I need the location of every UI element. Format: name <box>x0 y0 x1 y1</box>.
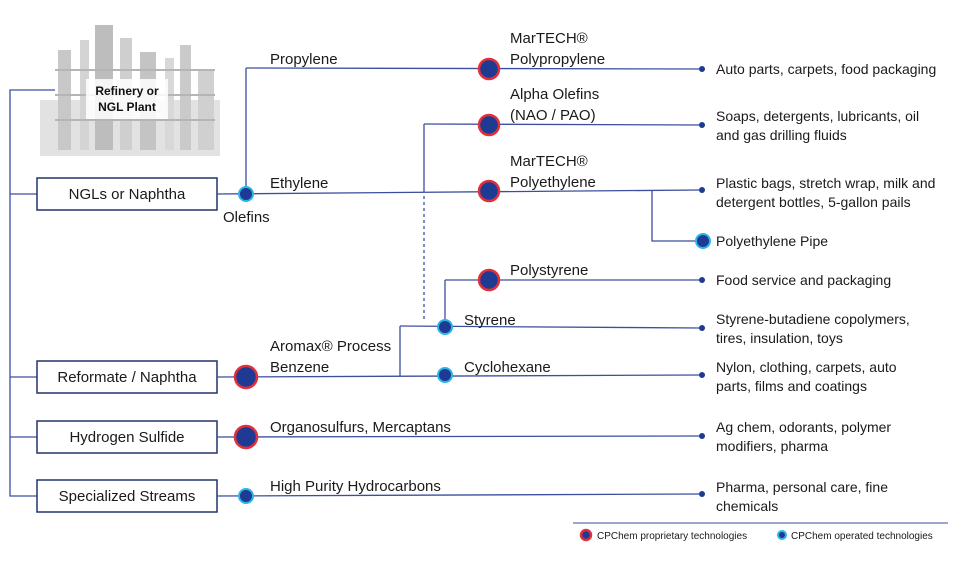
label-propylene: Propylene <box>270 51 338 68</box>
enduse-h2s-line2: modifiers, pharma <box>716 438 828 454</box>
node-polyethylene <box>477 179 501 203</box>
label-high-purity: High Purity Hydrocarbons <box>270 478 441 495</box>
legend-proprietary-label: CPChem proprietary technologies <box>597 531 747 542</box>
enduse-styrene-line2: tires, insulation, toys <box>716 330 843 346</box>
label-ethylene: Ethylene <box>270 175 328 192</box>
enduse-pe-line2: detergent bottles, 5-gallon pails <box>716 194 911 210</box>
label-pp-line2: Polypropylene <box>510 51 605 68</box>
node-styrene <box>437 319 453 335</box>
enduse-pe-line1: Plastic bags, stretch wrap, milk and <box>716 175 935 191</box>
label-pe-line1: MarTECH® <box>510 153 588 170</box>
feedstock-ngl-label: NGLs or Naphtha <box>69 186 186 203</box>
endpoint-ao <box>699 122 705 128</box>
endpoint-special <box>699 491 705 497</box>
node-polypropylene <box>477 57 501 81</box>
enduse-pe-pipe: Polyethylene Pipe <box>716 233 828 249</box>
enduse-pp: Auto parts, carpets, food packaging <box>716 61 936 77</box>
label-cyclohexane: Cyclohexane <box>464 359 551 376</box>
node-polyethylene-pipe <box>695 233 711 249</box>
label-pp-line1: MarTECH® <box>510 30 588 47</box>
label-organosulfurs: Organosulfurs, Mercaptans <box>270 419 451 436</box>
node-polystyrene <box>477 268 501 292</box>
intermediate-labels: Propylene Ethylene Olefins Aromax® Proce… <box>223 51 551 495</box>
feedstock-reformate-label: Reformate / Naphtha <box>57 369 197 386</box>
legend-operated-label: CPChem operated technologies <box>791 531 933 542</box>
endpoint-cyclohexane <box>699 372 705 378</box>
end-use-labels: Auto parts, carpets, food packaging Soap… <box>716 61 936 514</box>
enduse-cyclohexane-line1: Nylon, clothing, carpets, auto <box>716 359 897 375</box>
feedstock-ngl: NGLs or Naphtha <box>36 177 218 211</box>
flow-lines <box>216 67 701 497</box>
enduse-cyclohexane-line2: parts, films and coatings <box>716 378 867 394</box>
legend: CPChem proprietary technologies CPChem o… <box>573 522 948 542</box>
legend-operated-icon <box>777 530 787 540</box>
feedstock-reformate: Reformate / Naphtha <box>36 360 218 394</box>
node-organosulfurs <box>233 424 259 450</box>
label-styrene: Styrene <box>464 312 516 329</box>
enduse-ao-line1: Soaps, detergents, lubricants, oil <box>716 108 919 124</box>
label-ao-line2: (NAO / PAO) <box>510 107 596 124</box>
feedstock-h2s: Hydrogen Sulfide <box>36 420 218 454</box>
endpoint-styrene <box>699 325 705 331</box>
nodes <box>233 57 711 504</box>
label-ao-line1: Alpha Olefins <box>510 86 599 103</box>
label-aromax-line2: Benzene <box>270 359 329 376</box>
enduse-special-line2: chemicals <box>716 498 778 514</box>
endpoint-pp <box>699 66 705 72</box>
label-pe-line2: Polyethylene <box>510 174 596 191</box>
feedstock-h2s-label: Hydrogen Sulfide <box>69 429 184 446</box>
endpoint-pe <box>699 187 705 193</box>
node-alpha-olefins <box>477 113 501 137</box>
refinery-plant-icon: Refinery or NGL Plant <box>40 25 220 156</box>
enduse-ps: Food service and packaging <box>716 272 891 288</box>
node-high-purity <box>238 488 254 504</box>
plant-label-line2: NGL Plant <box>98 100 156 114</box>
label-polystyrene: Polystyrene <box>510 262 588 279</box>
enduse-special-line1: Pharma, personal care, fine <box>716 479 888 495</box>
feedstock-special: Specialized Streams <box>36 479 218 513</box>
node-olefins <box>238 186 254 202</box>
feed-connectors <box>9 89 55 497</box>
legend-proprietary-icon <box>579 528 593 542</box>
node-cyclohexane <box>437 367 453 383</box>
feedstock-special-label: Specialized Streams <box>59 488 196 505</box>
endpoint-ps <box>699 277 705 283</box>
label-aromax-line1: Aromax® Process <box>270 338 391 355</box>
label-olefins: Olefins <box>223 209 270 226</box>
enduse-h2s-line1: Ag chem, odorants, polymer <box>716 419 891 435</box>
plant-label-line1: Refinery or <box>95 84 159 98</box>
product-labels: MarTECH® Polypropylene Alpha Olefins (NA… <box>510 30 605 279</box>
endpoint-h2s <box>699 433 705 439</box>
node-aromax <box>233 364 259 390</box>
enduse-ao-line2: and gas drilling fluids <box>716 127 847 143</box>
enduse-styrene-line1: Styrene-butadiene copolymers, <box>716 311 910 327</box>
